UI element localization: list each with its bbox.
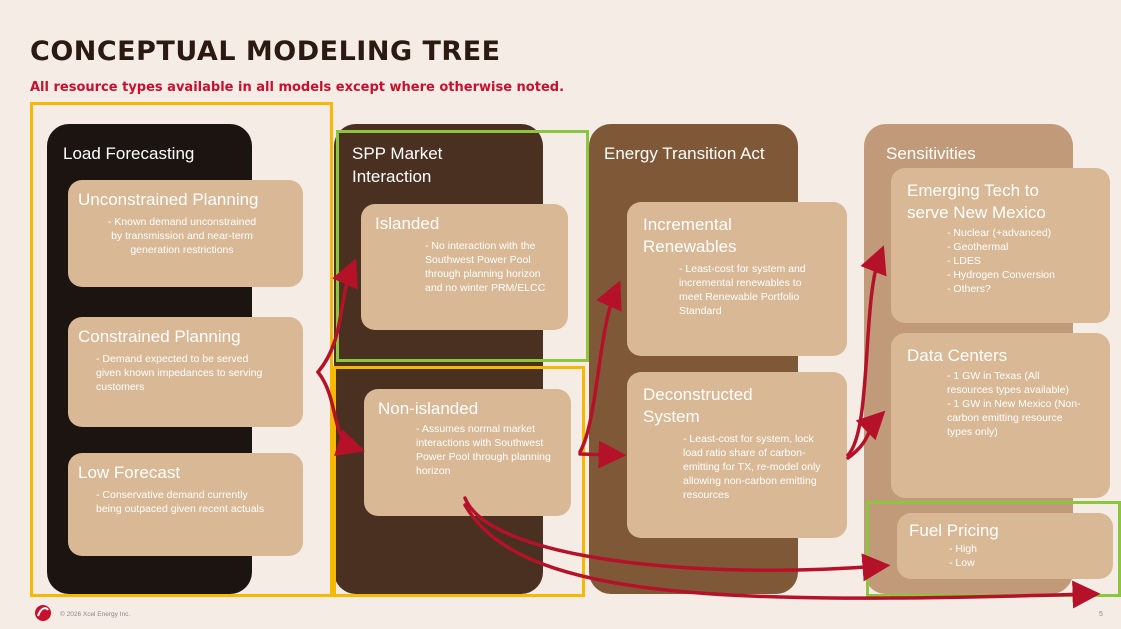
arrow-non-islanded-to-deconstructed: [578, 440, 627, 469]
column-heading-load: Load Forecasting: [63, 144, 195, 163]
card-title: Low Forecast: [78, 463, 181, 482]
bullet-item: - Hydrogen Conversion: [947, 269, 1055, 281]
highlight-frame-non-islanded: [333, 366, 585, 597]
card-body: - Least-cost for system and incremental …: [679, 263, 806, 317]
arrow-non-islanded-to-fuel-pricing-low: [463, 496, 891, 582]
card-fuel-pricing[interactable]: Fuel Pricing - High - Low: [897, 513, 1113, 579]
column-heading-spp: SPP Market Interaction: [352, 144, 443, 186]
arrow-deconstructed-to-emerging: [846, 245, 887, 457]
card-non-islanded[interactable]: Non-islanded - Assumes normal market int…: [364, 389, 571, 516]
card-title: Constrained Planning: [78, 327, 241, 346]
card-title: Incremental Renewables: [643, 215, 737, 256]
card-islanded[interactable]: Islanded - No interaction with the South…: [361, 204, 568, 330]
card-title: Non-islanded: [378, 399, 479, 418]
bullet-item: - Nuclear (+advanced): [947, 227, 1052, 239]
column-heading-eta: Energy Transition Act: [604, 144, 765, 163]
page-number: 5: [1099, 611, 1103, 618]
card-constrained-planning[interactable]: Constrained Planning - Demand expected t…: [68, 317, 303, 427]
card-deconstructed-system[interactable]: Deconstructed System - Least-cost for sy…: [627, 372, 847, 538]
card-unconstrained-planning[interactable]: Unconstrained Planning - Known demand un…: [68, 180, 303, 287]
arrow-constrained-to-islanded: [316, 258, 358, 374]
bullet-item: - High: [949, 543, 978, 555]
card-title: Data Centers: [907, 346, 1008, 365]
card-title: Islanded: [375, 214, 440, 233]
card-body: - No interaction with the Southwest Powe…: [425, 240, 546, 294]
xcel-logo-icon: [35, 605, 51, 621]
bullet-item: - 1 GW in Texas (All resources types ava…: [947, 370, 1069, 396]
arrow-deconstructed-to-data-centers: [846, 410, 886, 460]
slide-subtitle: All resource types available in all mode…: [30, 80, 565, 95]
slide-title: CONCEPTUAL MODELING TREE: [30, 36, 501, 67]
bullet-item: - Geothermal: [947, 241, 1009, 253]
card-title: Emerging Tech to serve New Mexico: [907, 181, 1046, 222]
card-low-forecast[interactable]: Low Forecast - Conservative demand curre…: [68, 453, 303, 556]
card-title: Unconstrained Planning: [78, 190, 259, 209]
bullet-list: - 1 GW in Texas (All resources types ava…: [947, 369, 1082, 439]
card-emerging-tech[interactable]: Emerging Tech to serve New Mexico - Nucl…: [891, 168, 1110, 323]
card-data-centers[interactable]: Data Centers - 1 GW in Texas (All resour…: [891, 333, 1110, 498]
card-incremental-renewables[interactable]: Incremental Renewables - Least-cost for …: [627, 202, 847, 356]
card-body: - Known demand unconstrained by transmis…: [107, 216, 257, 256]
footer-copyright: © 2026 Xcel Energy Inc.: [60, 611, 131, 618]
card-title: Fuel Pricing: [909, 521, 999, 540]
arrow-non-islanded-to-fuel-pricing-bottom: [463, 503, 1101, 609]
bullet-item: - LDES: [947, 255, 981, 267]
arrow-constrained-to-non-islanded: [316, 370, 365, 456]
card-title: Deconstructed System: [643, 385, 753, 426]
card-body: - Least-cost for system, lock load ratio…: [683, 433, 821, 501]
bullet-item: - Others?: [947, 283, 991, 295]
bullet-item: - 1 GW in New Mexico (Non-carbon emittin…: [947, 398, 1081, 438]
bullet-list: - High - Low: [949, 542, 1101, 570]
card-body: - Assumes normal market interactions wit…: [416, 423, 551, 477]
column-heading-sensitivities: Sensitivities: [886, 144, 976, 163]
arrow-non-islanded-to-incremental: [578, 280, 622, 454]
bullet-list: - Nuclear (+advanced) - Geothermal - LDE…: [947, 226, 1094, 296]
highlight-frame-islanded: [336, 130, 589, 362]
card-body: - Demand expected to be served given kno…: [96, 353, 263, 393]
card-body: - Conservative demand currently being ou…: [96, 489, 265, 515]
bullet-item: - Low: [949, 557, 975, 569]
